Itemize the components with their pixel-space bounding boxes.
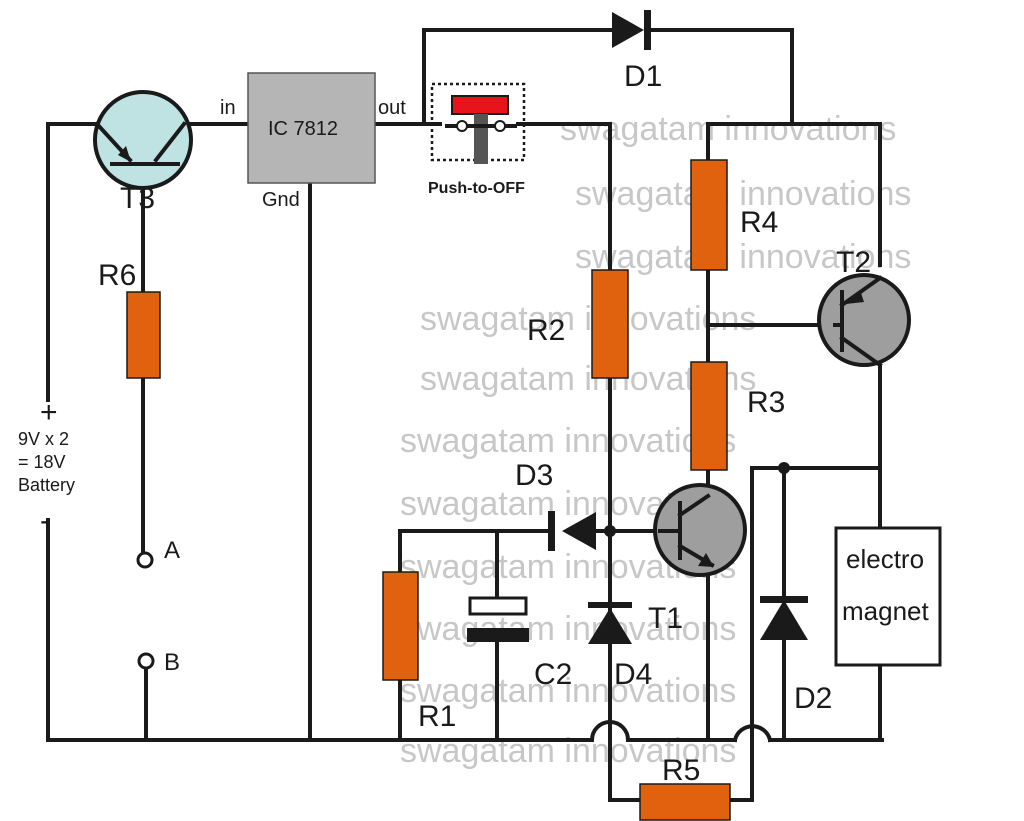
diode-d3 (548, 511, 596, 551)
transistor-t1 (653, 483, 747, 577)
wire-battery-minus (46, 518, 307, 742)
terminal-a (136, 551, 154, 569)
junction-dot (604, 525, 616, 537)
wire-d1-right (646, 28, 794, 126)
label-battery-voltage: 9V x 2 (18, 429, 69, 449)
label-d3: D3 (515, 459, 553, 492)
resistor-r4 (690, 159, 728, 271)
watermark-text: swagatam innovations (575, 238, 911, 276)
label-battery-word: Battery (18, 475, 75, 495)
wire-switch-to-r2 (516, 122, 612, 272)
label-electromagnet-line2: magnet (842, 596, 929, 626)
label-d4: D4 (614, 658, 652, 691)
resistor-r6 (126, 291, 161, 379)
label-battery-minus: - (40, 504, 50, 537)
label-electromagnet-line1: electro (846, 544, 924, 574)
transistor-t2 (817, 273, 911, 368)
watermark-text: swagatam innovations (560, 110, 896, 148)
label-t3: T3 (120, 182, 155, 215)
resistor-r3 (690, 361, 728, 471)
resistor-r1 (382, 571, 419, 681)
diode-d2 (760, 596, 808, 640)
wire-r5-right (728, 728, 754, 802)
push-to-off-switch (430, 82, 526, 164)
label-terminal-a: A (164, 537, 180, 564)
wire-d1-left (422, 28, 612, 126)
ic-7812 (247, 72, 376, 184)
label-d2: D2 (794, 682, 832, 715)
watermark-text: swagatam innovations (400, 610, 736, 648)
watermark-text: swagatam innovations (420, 300, 756, 338)
label-t2: T2 (836, 246, 871, 279)
watermark-text: swagatam innovations (575, 175, 911, 213)
label-ic-out: out (378, 97, 406, 119)
diode-d1 (612, 10, 651, 50)
label-t1: T1 (648, 602, 683, 635)
wire-jump-right (732, 724, 773, 743)
electromagnet (834, 526, 942, 667)
label-battery-plus: + (40, 396, 58, 429)
label-r1: R1 (418, 700, 456, 733)
label-push-to-off: Push-to-OFF (428, 180, 525, 197)
capacitor-c2 (467, 596, 529, 642)
label-c2: C2 (534, 658, 572, 691)
label-r3: R3 (747, 386, 785, 419)
label-r5: R5 (662, 754, 700, 787)
diode-d4 (588, 602, 632, 644)
label-terminal-b: B (164, 649, 180, 676)
transistor-t3 (93, 90, 193, 190)
wire-jump-left (589, 720, 631, 743)
label-d1: D1 (624, 60, 662, 93)
label-ic-gnd: Gnd (262, 189, 300, 211)
resistor-r5 (639, 783, 731, 821)
watermark-group: swagatam innovations swagatam innovation… (400, 110, 911, 770)
label-r2: R2 (527, 314, 565, 347)
watermark-text: swagatam innovations (400, 422, 736, 460)
label-r4: R4 (740, 206, 778, 239)
junction-dot (778, 462, 790, 474)
label-battery-total: = 18V (18, 452, 66, 472)
label-ic-7812: IC 7812 (268, 118, 338, 140)
terminal-b (137, 652, 155, 670)
wires (46, 28, 884, 802)
wire-r5-left (608, 728, 642, 802)
label-ic-in: in (220, 97, 236, 119)
wire-top-rail-right (706, 122, 882, 267)
label-r6: R6 (98, 259, 136, 292)
resistor-r2 (591, 269, 629, 379)
watermark-text: swagatam innovations (400, 672, 736, 710)
